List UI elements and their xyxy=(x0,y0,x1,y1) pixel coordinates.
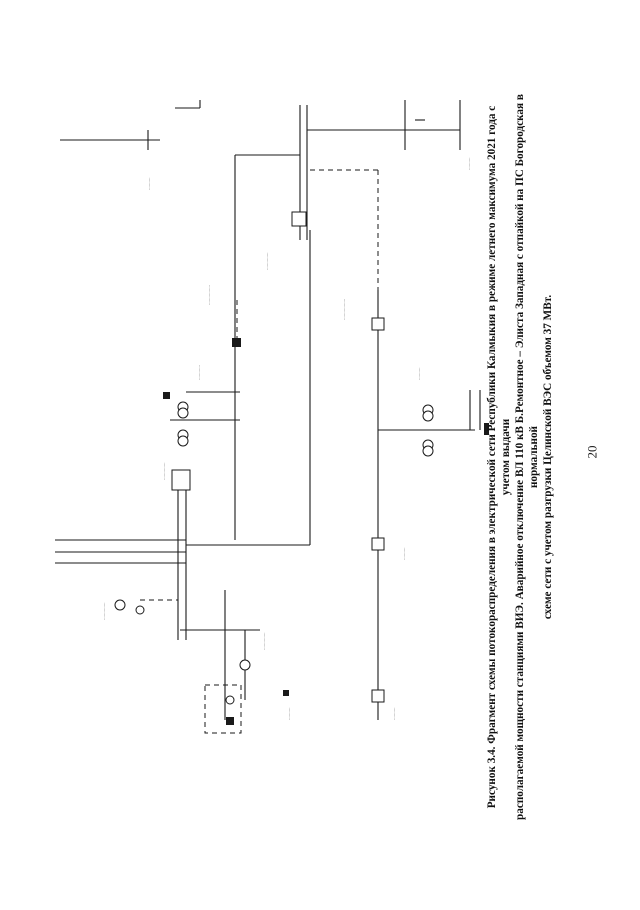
page-number: 20 xyxy=(584,445,600,459)
breaker-symbol xyxy=(371,317,385,331)
svg-text:..........: .......... xyxy=(286,707,291,720)
transformer-symbol xyxy=(422,445,434,457)
figure-label: Рисунок 3.4. xyxy=(486,746,498,809)
svg-text:................: ................ xyxy=(206,285,211,305)
generator-symbol xyxy=(135,605,145,615)
svg-text:..............: .............. xyxy=(101,602,106,620)
svg-text:..........: .......... xyxy=(416,367,421,380)
svg-text:..............: .............. xyxy=(161,462,166,480)
svg-text:.................: ................. xyxy=(341,299,346,320)
svg-text:..............: .............. xyxy=(264,252,269,270)
dashed-station-frame xyxy=(204,684,242,734)
breaker-symbol xyxy=(371,537,385,551)
generator-symbol xyxy=(225,695,235,705)
caption-line-2: располагаемой мощности станциями ВИЭ. Ав… xyxy=(514,94,540,820)
breaker-symbol xyxy=(371,689,385,703)
closed-switch-symbol xyxy=(163,392,170,399)
svg-text:..........: .......... xyxy=(391,707,396,720)
svg-text:..........: .......... xyxy=(466,157,471,170)
closed-switch-symbol xyxy=(484,423,489,435)
caption-line-1: Рисунок 3.4. Фрагмент схемы потокораспре… xyxy=(485,87,513,827)
closed-switch-symbol xyxy=(283,690,289,696)
svg-text:..........: .......... xyxy=(146,177,151,190)
svg-text:..............: .............. xyxy=(261,632,266,650)
breaker-symbol xyxy=(171,469,191,491)
generator-symbol xyxy=(114,599,126,611)
svg-text:..........: .......... xyxy=(401,547,406,560)
caption-line-3: схеме сети с учетом разгрузки Целинской … xyxy=(542,294,554,620)
breaker-symbol xyxy=(291,211,307,227)
closed-switch-symbol xyxy=(232,338,241,347)
transformer-symbol xyxy=(422,410,434,422)
generator-symbol xyxy=(239,659,251,671)
transformer-symbol xyxy=(177,407,189,419)
closed-switch-symbol xyxy=(226,717,234,725)
transformer-symbol xyxy=(177,435,189,447)
caption-text-1: Фрагмент схемы потокораспределения в эле… xyxy=(486,105,512,744)
svg-text:............: ............ xyxy=(196,365,201,380)
